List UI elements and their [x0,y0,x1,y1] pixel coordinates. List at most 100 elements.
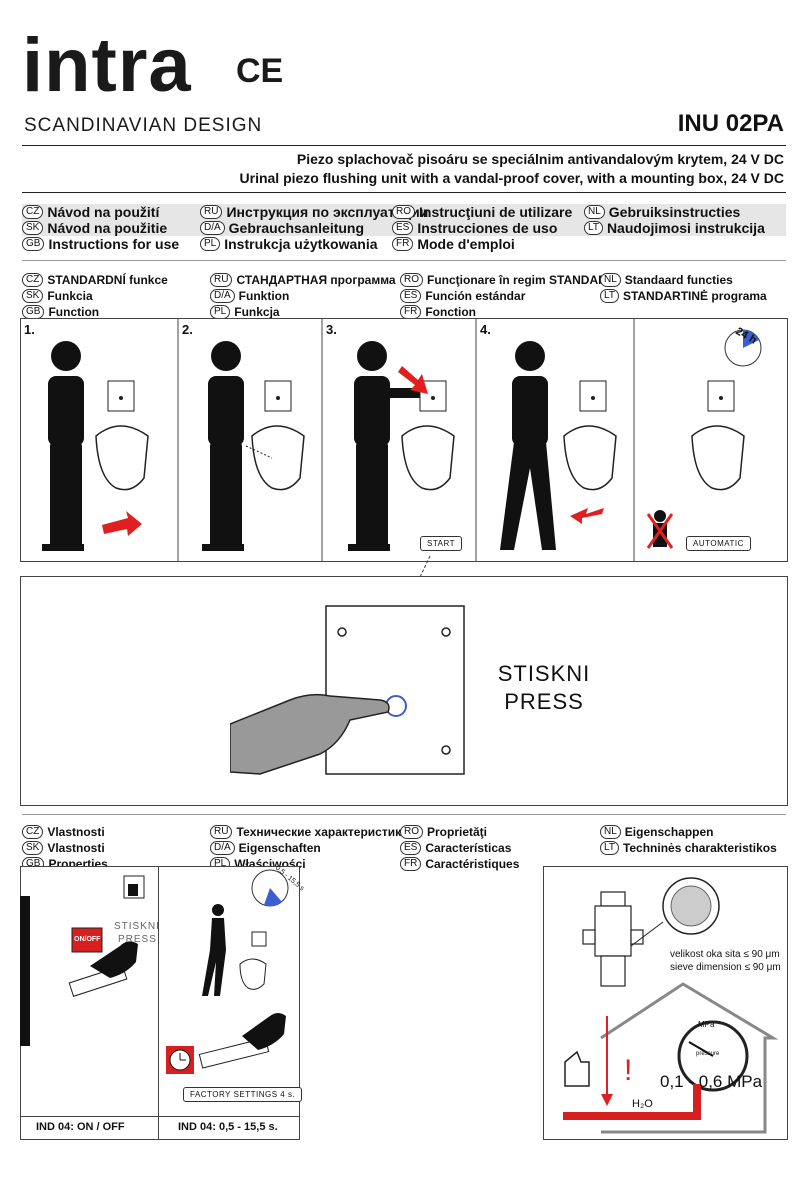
language-code-badge: RU [200,205,223,219]
language-label: Function [48,305,100,319]
timer-dial-icon [251,869,289,907]
hand-icon-left [90,941,138,978]
language-code-badge: LT [584,221,603,235]
language-label: Eigenschaften [238,841,321,855]
step-number-1: 1. [24,322,35,337]
gauge-unit: MPa [698,1020,715,1029]
step-number-2: 2. [182,322,193,337]
section-divider-2 [22,814,786,815]
step-number-4: 4. [480,322,491,337]
pressure-range: 0,1 - 0,6 MPa [660,1072,763,1091]
press-label-cz: STISKNI [497,661,591,686]
water-pipe [563,1084,701,1120]
language-label: Gebruiksinstructies [608,204,741,220]
step-number-3: 3. [326,322,337,337]
language-label: Gebrauchsanleitung [228,220,365,236]
language-code-badge: CZ [22,825,44,839]
language-cell [584,236,784,252]
language-label: STANDARDNÍ funkce [47,273,168,287]
caption-range: IND 04: 0,5 - 15,5 s. [178,1121,278,1133]
step1-arrow [102,511,142,536]
header-divider-2 [22,192,786,193]
hand-icon [230,693,390,775]
step2-figure [202,341,244,551]
props-caption-line [20,1116,300,1117]
timer-24h-icon [724,329,762,367]
step4-arrow [570,508,604,524]
thumbs-up-icon [564,1050,590,1087]
press-label: STISKNI PRESS [488,660,600,716]
factory-settings-button[interactable]: FACTORY SETTINGS 4 s. [183,1087,303,1102]
props-stisk-label: STISKNI [114,921,160,932]
header-divider [22,145,786,146]
language-code-badge: NL [600,273,621,287]
press-label-en: PRESS [504,689,584,714]
onoff-label: ON/OFF [74,936,101,943]
caption-onoff: IND 04: ON / OFF [36,1121,125,1133]
water-supply-illustration [563,877,779,1134]
language-label: СТАНДАРТНАЯ программа [236,273,396,287]
language-code-badge: PL [200,237,221,251]
language-label: Funcţionare în regim STANDARD [427,273,616,287]
language-code-badge: RO [400,825,423,839]
language-code-badge: FR [400,305,422,319]
language-code-badge: SK [22,841,44,855]
language-label: STANDARTINĖ programa [622,289,767,303]
language-cell: RO Funcţionare în regim STANDARD [400,272,615,288]
language-code-badge: LT [600,289,619,303]
brand-tagline: SCANDINAVIAN DESIGN [24,115,263,136]
language-label: Techninės charakteristikos [622,841,777,855]
language-code-badge: ES [400,841,422,855]
language-code-badge: FR [392,237,414,251]
language-label: Funktion [238,289,290,303]
description-cz: Piezo splachovač pisoáru se speciálnim a… [296,151,784,167]
language-code-badge: RU [210,825,233,839]
gauge-label: pressure [696,1051,720,1057]
ce-mark: CE [236,52,284,90]
section-divider [22,260,786,261]
language-code-badge: D/A [210,841,235,855]
language-code-badge: CZ [22,205,44,219]
brand-logo: intra [22,23,192,108]
model-number: INU 02PA [677,110,784,137]
language-label: Instrucciones de uso [417,220,558,236]
language-code-badge: RO [400,273,423,287]
language-label: Instrukcja użytkowania [224,236,378,252]
water-label: H₂O [632,1098,653,1110]
language-code-badge: PL [210,305,231,319]
step3-urinal [401,425,455,491]
step2-sensor-plate [264,380,292,412]
language-label: Proprietăţi [427,825,488,839]
language-label: Vlastnosti [47,825,105,839]
step1-sensor-plate [107,380,135,412]
step4-sensor-plate [579,380,607,412]
props-illustrations [20,869,289,1074]
language-label: Eigenschappen [624,825,714,839]
start-button[interactable]: START [420,536,462,551]
press-illustration [230,605,465,775]
